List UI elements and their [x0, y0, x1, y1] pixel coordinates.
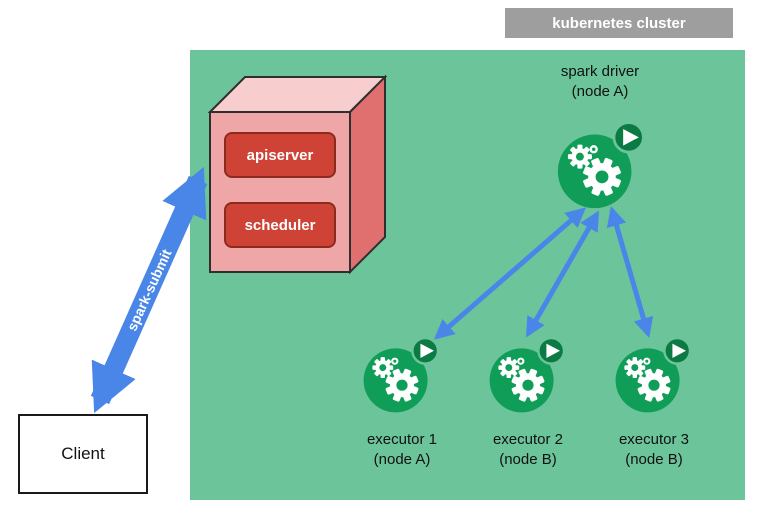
executor3-name: executor 3 [618, 431, 690, 448]
cube-side-face [349, 74, 386, 275]
scheduler-box: scheduler [224, 202, 336, 248]
cluster-label: kubernetes cluster [505, 8, 733, 38]
spark-driver-name: spark driver [560, 63, 640, 80]
executor2-name: executor 2 [492, 431, 564, 448]
apiserver-label: apiserver [246, 146, 314, 164]
client-label: Client [61, 444, 105, 463]
executor2-label: executor 2 (node B) [448, 430, 608, 471]
executor3-pod-icon [614, 334, 694, 414]
spark-driver-label: spark driver (node A) [520, 62, 680, 103]
executor3-node: (node B) [625, 451, 683, 469]
spark-submit-arrow [90, 166, 208, 414]
driver-executor3-arrow [606, 206, 654, 338]
driver-executor2-arrow [525, 210, 600, 338]
spark-driver-node: (node A) [571, 83, 629, 101]
executor1-pod-icon [362, 334, 442, 414]
executor3-label: executor 3 (node B) [574, 430, 734, 471]
spark-driver-pod-icon [556, 118, 648, 210]
executor2-node: (node B) [499, 451, 557, 469]
apiserver-box: apiserver [224, 132, 336, 178]
executor2-pod-icon [488, 334, 568, 414]
executor1-node: (node A) [373, 451, 431, 469]
executor1-name: executor 1 [366, 431, 438, 448]
client-box: Client [18, 414, 148, 494]
executor1-label: executor 1 (node A) [322, 430, 482, 471]
scheduler-label: scheduler [244, 216, 316, 234]
